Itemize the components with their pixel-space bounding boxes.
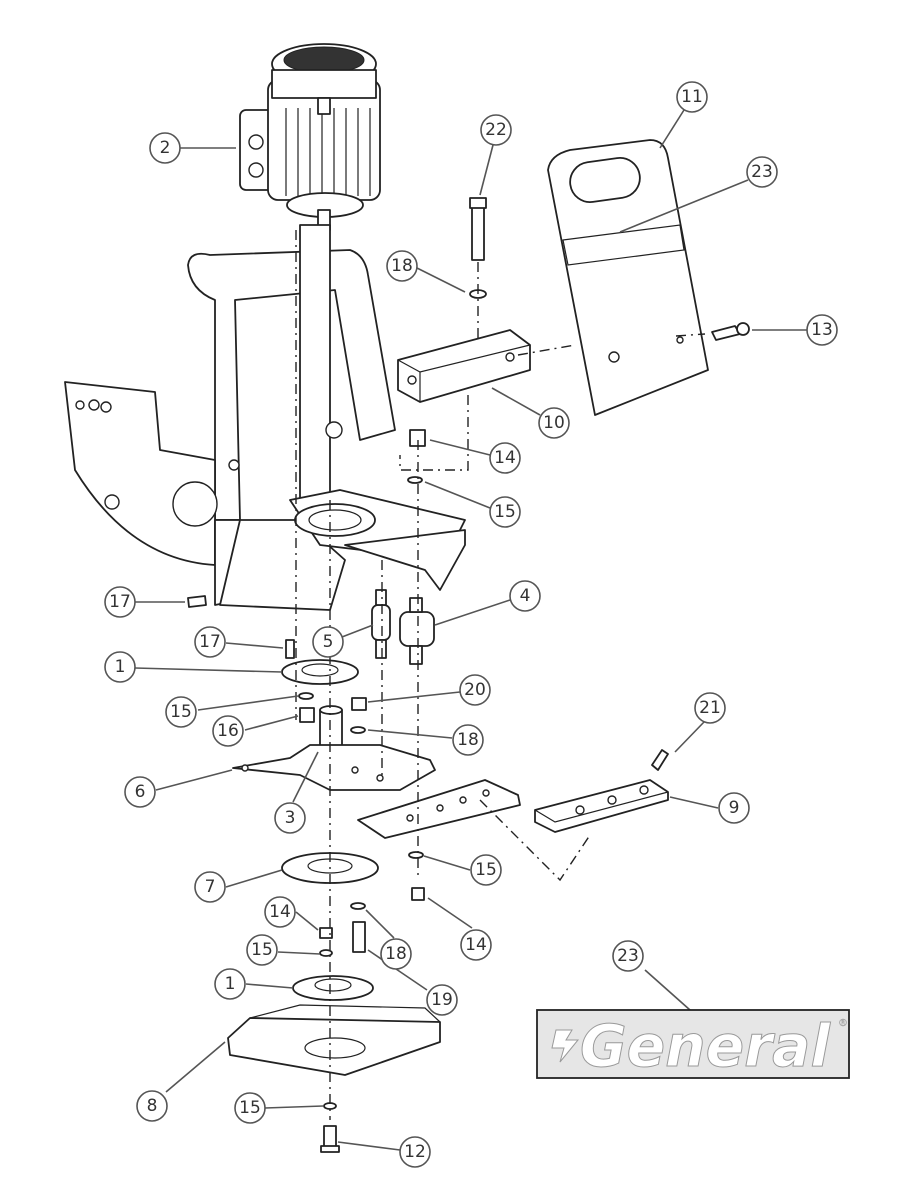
callout-18: 18: [386, 250, 418, 282]
callout-label: 13: [811, 320, 833, 340]
callout-label: 17: [199, 632, 221, 652]
callout-1: 1: [214, 968, 246, 1000]
callout-21: 21: [694, 692, 726, 724]
callout-label: 10: [543, 413, 565, 433]
stand-frame: [64, 224, 466, 611]
callout-label: 14: [494, 448, 516, 468]
callouts: 2 22 11 23 18 13 10 14 15 17 4 17 5 1 20…: [104, 81, 838, 1168]
callout-label: 16: [217, 721, 239, 741]
base-plate: [232, 744, 521, 839]
callout-6: 6: [124, 776, 156, 808]
callout-label: 9: [729, 798, 740, 818]
callout-label: 14: [465, 935, 487, 955]
callout-label: 18: [385, 944, 407, 964]
callout-label: 11: [681, 87, 703, 107]
callout-label: 7: [205, 877, 216, 897]
bolts-and-nuts: [187, 197, 750, 756]
logo-registered-mark: ®: [838, 1018, 848, 1029]
blade-holder: [534, 749, 669, 833]
callout-7: 7: [194, 871, 226, 903]
callout-label: 15: [475, 860, 497, 880]
callout-17: 17: [104, 586, 136, 618]
callout-13: 13: [806, 314, 838, 346]
callout-1: 1: [104, 651, 136, 683]
logo-brand-text: General: [580, 1012, 831, 1080]
callout-label: 18: [391, 256, 413, 276]
logo-chevron-icon: [551, 1029, 580, 1063]
center-lines: [295, 230, 706, 1120]
callout-15: 15: [165, 696, 197, 728]
callout-8: 8: [136, 1090, 168, 1122]
callout-14: 14: [264, 896, 296, 928]
callout-11: 11: [676, 81, 708, 113]
callout-20: 20: [459, 674, 491, 706]
leader-lines: [134, 109, 807, 1151]
callout-label: 5: [323, 632, 334, 652]
callout-15: 15: [246, 934, 278, 966]
callout-16: 16: [212, 715, 244, 747]
callout-label: 1: [115, 657, 126, 677]
callout-14: 14: [460, 929, 492, 961]
callout-15: 15: [489, 496, 521, 528]
callout-label: 15: [494, 502, 516, 522]
callout-12: 12: [399, 1136, 431, 1168]
callout-label: 19: [431, 990, 453, 1010]
callout-label: 12: [404, 1142, 426, 1162]
general-logo-decal: General ®: [536, 1009, 850, 1081]
callout-15: 15: [234, 1092, 266, 1124]
callout-22: 22: [480, 114, 512, 146]
callout-label: 22: [485, 120, 507, 140]
clamp-block: [397, 329, 531, 403]
callout-label: 4: [520, 586, 531, 606]
callout-19: 19: [426, 984, 458, 1016]
handle: [547, 139, 709, 416]
callout-3: 3: [274, 802, 306, 834]
callout-label: 14: [269, 902, 291, 922]
callout-5: 5: [312, 626, 344, 658]
callout-label: 20: [464, 680, 486, 700]
callout-10: 10: [538, 407, 570, 439]
callout-2: 2: [149, 132, 181, 164]
callout-17: 17: [194, 626, 226, 658]
callout-label: 17: [109, 592, 131, 612]
callout-18: 18: [380, 938, 412, 970]
callout-label: 2: [160, 138, 171, 158]
callout-23: 23: [612, 940, 644, 972]
callout-label: 6: [135, 782, 146, 802]
callout-15: 15: [470, 854, 502, 886]
callout-label: 18: [457, 730, 479, 750]
callout-label: 23: [617, 946, 639, 966]
callout-label: 1: [225, 974, 236, 994]
motor: [239, 43, 381, 231]
callout-14: 14: [489, 442, 521, 474]
callout-9: 9: [718, 792, 750, 824]
callout-label: 8: [147, 1096, 158, 1116]
callout-label: 23: [751, 162, 773, 182]
callout-23: 23: [746, 156, 778, 188]
callout-label: 15: [251, 940, 273, 960]
callout-18: 18: [452, 724, 484, 756]
callout-label: 21: [699, 698, 721, 718]
callout-label: 15: [170, 702, 192, 722]
callout-4: 4: [509, 580, 541, 612]
callout-label: 3: [285, 808, 296, 828]
callout-label: 15: [239, 1098, 261, 1118]
